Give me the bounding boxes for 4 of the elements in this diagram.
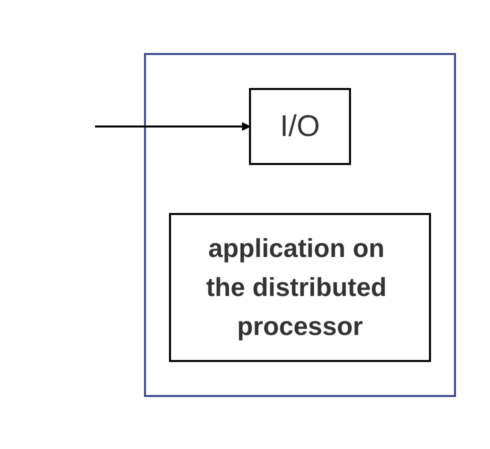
node-box: application on the distributed processor — [169, 212, 431, 362]
arrow — [95, 122, 250, 130]
node-box: I/O — [249, 88, 351, 164]
cluster — [144, 52, 456, 396]
